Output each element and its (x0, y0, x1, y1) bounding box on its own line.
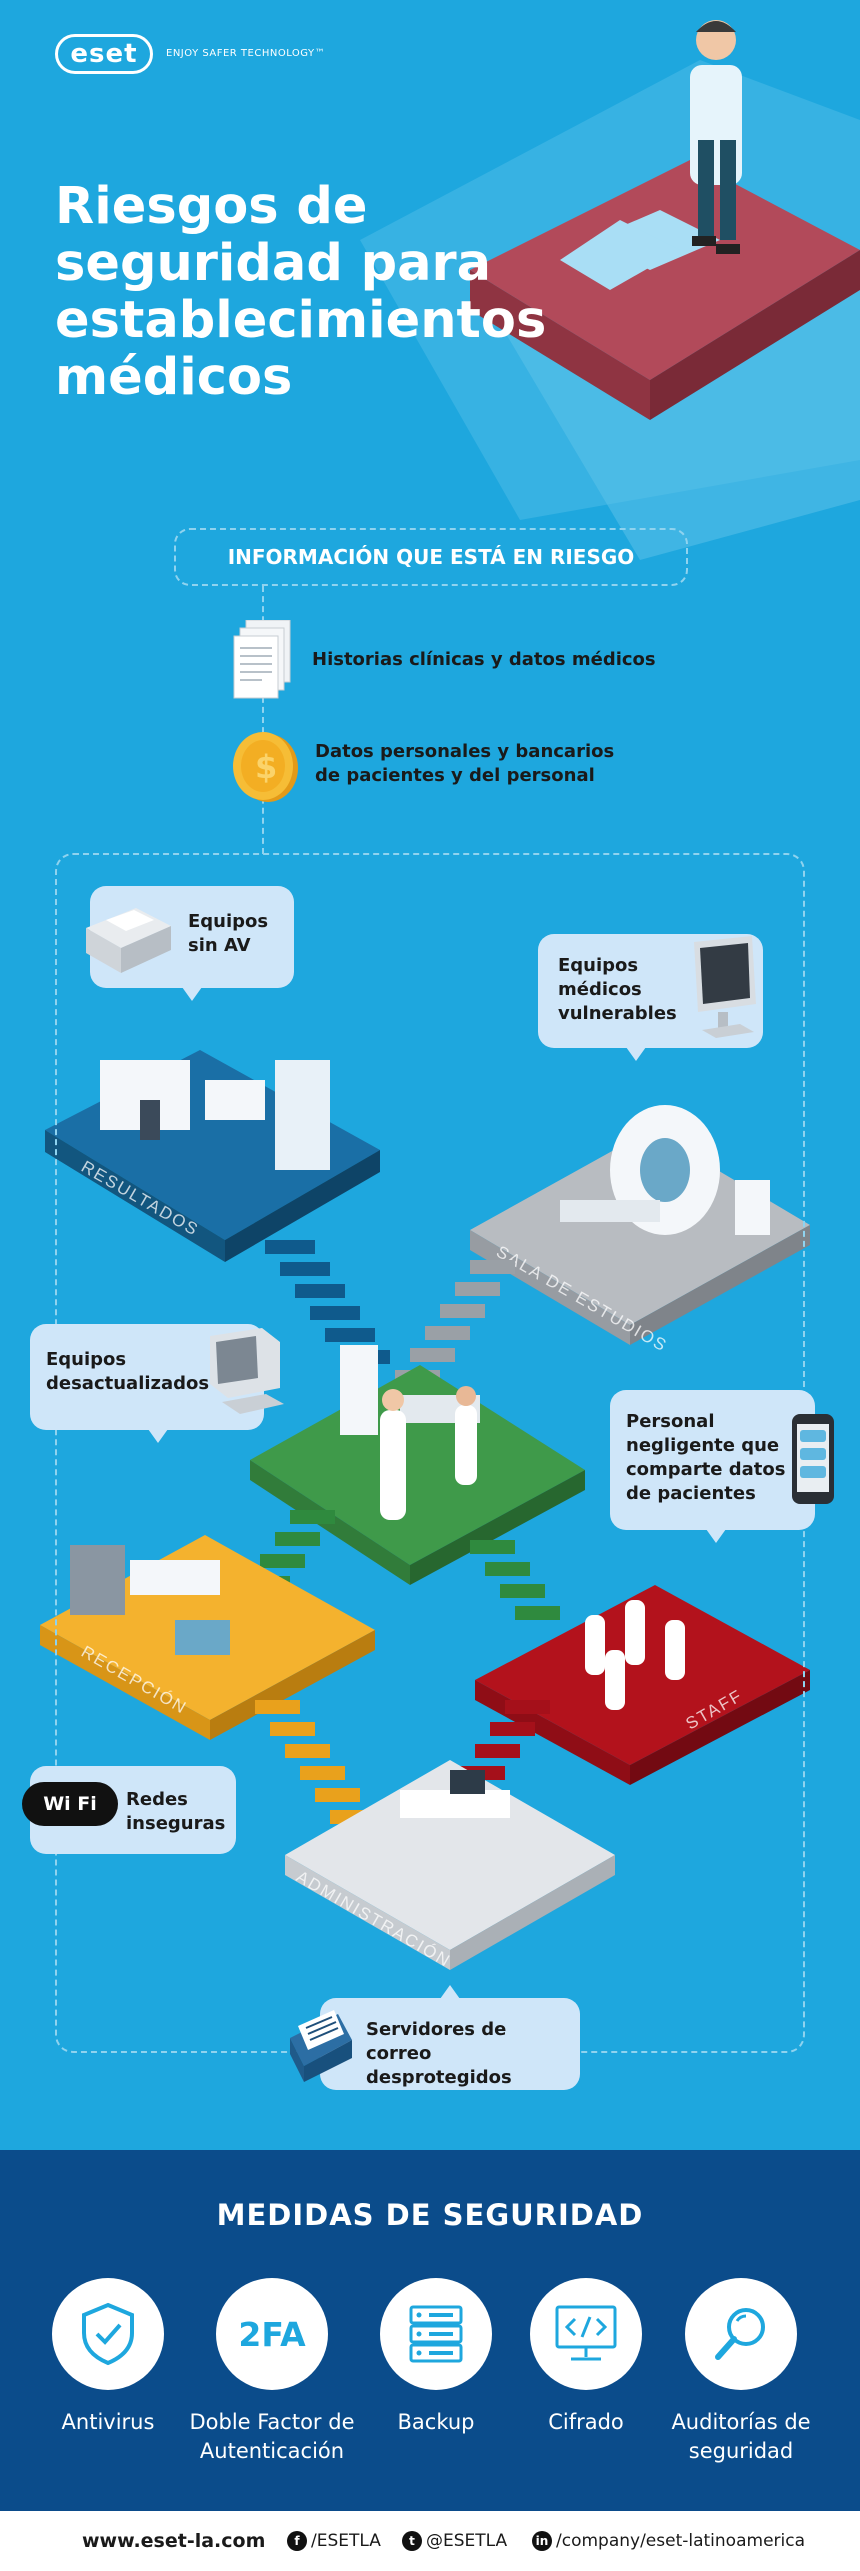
stairs-resultados (265, 1240, 390, 1364)
documents-icon (232, 619, 296, 706)
server-icon (380, 2278, 492, 2390)
smartphone-icon (790, 1412, 838, 1512)
measure-auditorias: Auditorías de seguridad (656, 2278, 826, 2466)
stairs-center-right (470, 1540, 560, 1620)
wifi-icon: Wi Fi (22, 1782, 118, 1826)
stairs-recepcion (255, 1700, 375, 1824)
measure-cifrado: Cifrado (501, 2278, 671, 2437)
envelope-icon (286, 2004, 356, 2088)
svg-text:$: $ (255, 748, 277, 786)
info-item-datos: Datos personales y bancarios de paciente… (315, 741, 615, 786)
eset-logo: eset (55, 34, 153, 74)
page-title: Riesgos de seguridad para establecimient… (55, 177, 547, 407)
risk-equipos-sin-av-text: Equipos sin AV (188, 911, 269, 956)
risk-servidores-correo: Servidores de correo desprotegidos (320, 1985, 580, 2090)
info-item-historias: Historias clínicas y datos médicos (312, 649, 656, 670)
facebook-link[interactable]: f/ESETLA (287, 2511, 381, 2571)
monitor-icon (686, 932, 766, 1046)
risk-redes-text: Redes inseguras (126, 1789, 226, 1834)
old-computer-icon (200, 1322, 288, 1422)
facebook-handle: /ESETLA (311, 2531, 381, 2551)
twitter-icon: t (402, 2531, 422, 2551)
measure-antivirus: Antivirus (23, 2278, 193, 2437)
linkedin-icon: in (532, 2531, 552, 2551)
2fa-icon: 2FA (216, 2278, 328, 2390)
linkedin-link[interactable]: in/company/eset-latinoamerica (532, 2511, 805, 2571)
measure-label: Doble Factor de Autenticación (189, 2410, 355, 2463)
risk-equipos-medicos-text: Equipos médicos vulnerables (558, 955, 677, 1024)
twitter-handle: @ESETLA (426, 2531, 508, 2551)
measures-title: MEDIDAS DE SEGURIDAD (216, 2198, 644, 2232)
measure-backup: Backup (351, 2278, 521, 2437)
website-link[interactable]: www.eset-la.com (82, 2530, 266, 2552)
linkedin-handle: /company/eset-latinoamerica (556, 2531, 805, 2551)
info-connector (262, 586, 264, 854)
risk-servidores-text: Servidores de correo desprotegidos (366, 2019, 512, 2088)
measure-label: Backup (397, 2410, 475, 2434)
info-heading: INFORMACIÓN QUE ESTÁ EN RIESGO (227, 545, 635, 569)
security-measures-section: MEDIDAS DE SEGURIDAD Antivirus 2FA Doble… (0, 2150, 860, 2511)
measure-2fa: 2FA Doble Factor de Autenticación (187, 2278, 357, 2466)
facebook-icon: f (287, 2531, 307, 2551)
info-heading-box: INFORMACIÓN QUE ESTÁ EN RIESGO (174, 528, 688, 586)
printer-icon (76, 898, 176, 982)
shield-check-icon (52, 2278, 164, 2390)
measure-label: Antivirus (61, 2410, 155, 2434)
brand-tagline: ENJOY SAFER TECHNOLOGY™ (166, 48, 326, 59)
measure-label: Cifrado (548, 2410, 624, 2434)
footer: www.eset-la.com f/ESETLA t@ESETLA in/com… (0, 2511, 860, 2571)
room-resultados: RESULTADOS (45, 1050, 380, 1262)
2fa-text: 2FA (238, 2314, 306, 2354)
infographic-top: RESULTADOS SALA DE ESTUDIOS (22, 20, 860, 2090)
risk-personal-text: Personal negligente que comparte datos d… (626, 1411, 786, 1504)
monitor-code-icon (530, 2278, 642, 2390)
room-sala-estudios: SALA DE ESTUDIOS (470, 1105, 810, 1356)
risk-personal-negligente: Personal negligente que comparte datos d… (610, 1390, 815, 1543)
isometric-scene: RESULTADOS SALA DE ESTUDIOS (40, 20, 860, 1971)
magnifier-icon (685, 2278, 797, 2390)
twitter-link[interactable]: t@ESETLA (402, 2511, 507, 2571)
doctor-figure (690, 20, 742, 254)
measure-label: Auditorías de seguridad (671, 2410, 811, 2463)
coin-icon: $ (230, 728, 300, 808)
risk-equipos-desactualizados-text: Equipos desactualizados (46, 1349, 210, 1394)
stairs-estudios (395, 1260, 515, 1384)
